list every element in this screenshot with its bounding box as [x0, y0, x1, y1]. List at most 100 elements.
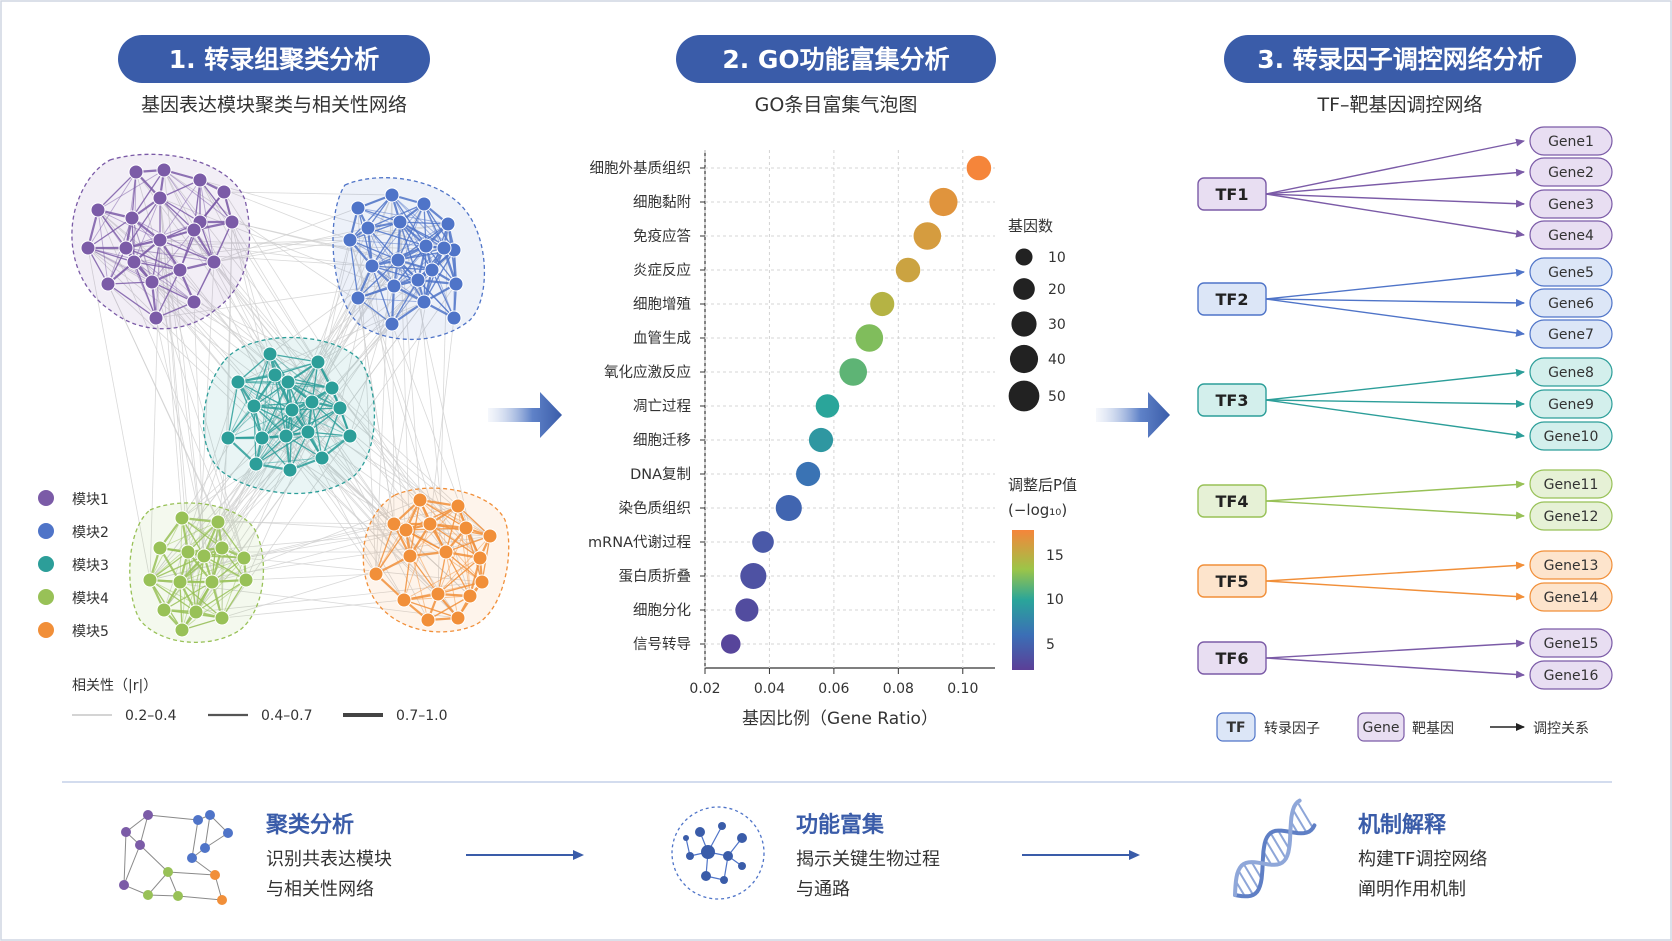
inter-cluster-edge: [149, 239, 161, 581]
inter-cluster-edge: [321, 457, 411, 557]
inter-cluster-edge: [159, 197, 205, 557]
section2-title: 2. GO功能富集分析: [722, 45, 949, 74]
inter-cluster-edge: [163, 169, 205, 557]
go-bubble-chart: 细胞外基质组织细胞黏附免疫应答炎症反应细胞增殖血管生成氧化应激反应凋亡过程细胞迁…: [588, 150, 995, 729]
regulation-arrow: [1265, 639, 1525, 659]
chart-y-tick-label: 染色质组织: [619, 500, 692, 517]
module-edge: [445, 551, 459, 619]
network-node: [128, 164, 144, 180]
dna-rung: [1242, 863, 1260, 890]
module-edge: [87, 171, 137, 249]
network-node: [220, 430, 236, 446]
section3-pill: [1224, 35, 1576, 83]
inter-cluster-edge: [97, 209, 245, 559]
tf-node: [1197, 177, 1267, 211]
color-legend-title: 调整后P值: [1008, 476, 1077, 494]
module-edge: [445, 535, 491, 553]
module-edge: [423, 249, 455, 303]
network-node: [472, 550, 488, 566]
network-node: [278, 428, 294, 444]
mini-network-icon: [119, 810, 233, 905]
regulation-arrow: [1265, 193, 1525, 238]
network-node: [100, 276, 116, 292]
inter-cluster-edge: [87, 247, 333, 389]
regulation-arrow: [1265, 399, 1525, 439]
network-node: [384, 316, 400, 332]
tf-node-label: TF1: [1216, 185, 1249, 204]
network-node: [446, 310, 462, 326]
network-node: [214, 610, 230, 626]
gene-node-label: Gene2: [1548, 165, 1594, 181]
regulation-arrow: [1265, 193, 1525, 208]
regulation-arrow: [1265, 298, 1525, 337]
module-edge: [179, 581, 183, 631]
regulation-arrow: [1265, 580, 1525, 601]
module-edge: [261, 401, 313, 439]
gene-node-label: Gene14: [1544, 590, 1599, 606]
module3-swatch: [38, 556, 54, 572]
tf-node-label: TF3: [1216, 391, 1249, 410]
module-legend-item: 模块3: [38, 556, 109, 574]
chart-bubble: [839, 358, 868, 386]
correlation-legend: 相关性（|r|） 0.2–0.4 0.4–0.7 0.7–1.0: [72, 678, 448, 724]
chart-x-tick-label: 0.04: [754, 681, 785, 697]
module-edge: [375, 499, 421, 575]
module-edge: [371, 265, 393, 325]
module-edge: [131, 217, 215, 263]
module-edge: [357, 259, 399, 299]
module-edge: [405, 529, 429, 621]
module-edge: [393, 247, 445, 287]
chart-bubble: [796, 461, 821, 487]
size-legend-bubble: [1008, 380, 1040, 412]
gene-node-label: Gene15: [1544, 636, 1599, 652]
gene-node: [1529, 288, 1613, 318]
summary-enrichment-title: 功能富集: [796, 812, 885, 838]
mini-edge: [177, 895, 223, 901]
color-legend-unit: (−log₁₀): [1008, 501, 1067, 519]
inter-cluster-edge: [135, 171, 341, 409]
regulation-arrow: [1265, 298, 1525, 307]
module-edge: [285, 407, 341, 437]
tf-node-label: TF2: [1216, 290, 1249, 309]
module-legend-item: 模块4: [38, 589, 109, 607]
dna-icon: [1233, 798, 1317, 899]
size-legend-label: 10: [1048, 250, 1066, 266]
gene-node: [1529, 582, 1613, 612]
network-node: [152, 540, 168, 556]
network-node: [342, 232, 358, 248]
module-edge: [159, 197, 201, 223]
network-node: [172, 262, 188, 278]
network-node: [422, 516, 438, 532]
network-node: [418, 238, 434, 254]
mini-node: [223, 828, 233, 838]
regulation-arrow: [1265, 399, 1525, 408]
module-edge: [399, 221, 449, 225]
network-node: [174, 510, 190, 526]
network-node: [152, 190, 168, 206]
gene-node-label: Gene16: [1544, 668, 1599, 684]
colorbar: [1012, 530, 1034, 670]
summary-mechanism-title: 机制解释: [1358, 812, 1447, 838]
chart-bubble: [740, 562, 767, 590]
network-node: [254, 430, 270, 446]
inter-cluster-edge: [391, 323, 481, 559]
summary-cluster-line2: 与相关性网络: [266, 879, 374, 900]
module-edge: [357, 297, 425, 303]
chart-bubble: [721, 634, 741, 654]
gene-legend-box-text: Gene: [1363, 720, 1400, 736]
network-node: [304, 394, 320, 410]
gene-node: [1529, 189, 1613, 219]
module-edge: [269, 353, 341, 409]
network-node: [384, 187, 400, 203]
regulation-arrow: [1265, 138, 1525, 195]
tf-node-label: TF6: [1216, 649, 1249, 668]
chart-y-tick-label: 细胞黏附: [633, 194, 691, 211]
module1-label: 模块1: [72, 492, 109, 508]
module-edge: [131, 169, 165, 219]
chart-y-tick-label: DNA复制: [630, 465, 691, 483]
chart-bubble: [735, 598, 759, 622]
section3-title: 3. 转录因子调控网络分析: [1257, 45, 1543, 74]
corr-label-weak: 0.2–0.4: [125, 708, 177, 724]
